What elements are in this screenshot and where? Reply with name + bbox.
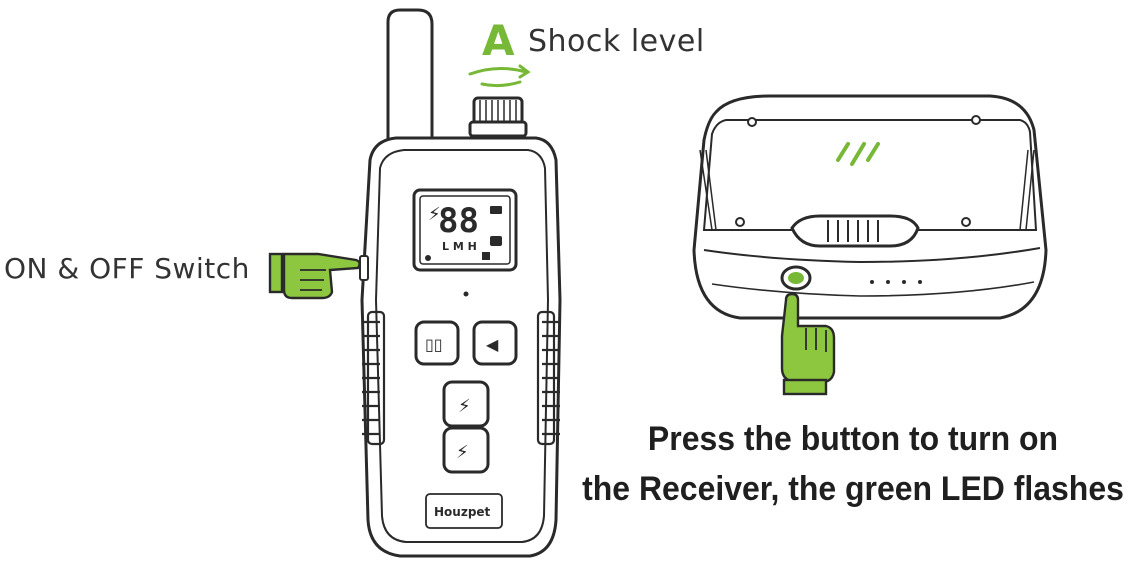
shock-level-indicator-letter: A (482, 16, 515, 65)
shock-button-icon (442, 380, 490, 428)
shock-dial-icon (468, 96, 528, 138)
receiver (692, 94, 1048, 320)
shock-glyph-icon: ⚡ (458, 396, 471, 417)
sound-button-icon (472, 320, 518, 366)
speaker-glyph-icon: ◀ (486, 335, 499, 354)
pressing-hand-icon (780, 292, 836, 396)
caption-line-2: the Receiver, the green LED flashes (582, 470, 1124, 508)
mode-button-icon (414, 320, 460, 366)
rotation-arrow-icon (468, 64, 531, 88)
lcd-digits: 88 (438, 201, 479, 241)
lcd-content: ⚡ 88 L M H (425, 201, 502, 261)
receiver-instruction-caption: Press the button to turn on the Receiver… (578, 414, 1129, 514)
transmitter (359, 8, 562, 558)
caption-line-1: Press the button to turn on (647, 420, 1059, 458)
green-led-button-icon (780, 265, 812, 291)
level-button-icon (442, 426, 490, 474)
antenna-icon (386, 8, 434, 152)
right-grip (536, 310, 560, 446)
mode-glyph-icon: ▯▯ (425, 335, 443, 354)
brand-logo: Houzpet (434, 505, 491, 519)
on-off-switch-label: ON & OFF Switch (4, 252, 250, 285)
pointing-hand-icon (268, 252, 361, 300)
level-glyph-icon: ⚡ (456, 442, 469, 463)
power-switch (359, 255, 369, 281)
shock-level-label: Shock level (528, 24, 705, 59)
flash-indicator-icon (836, 142, 880, 166)
lcd-level-indicators: L M H (442, 240, 477, 253)
left-grip (362, 310, 386, 446)
svg-text:⚡: ⚡ (428, 204, 441, 225)
